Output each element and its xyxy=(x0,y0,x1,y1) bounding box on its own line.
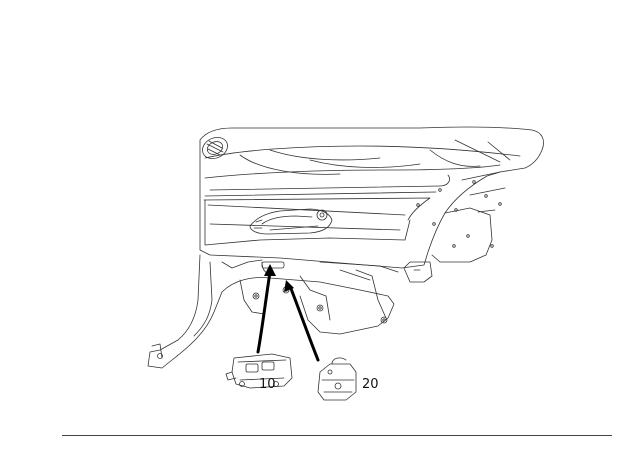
arrowhead-10 xyxy=(264,264,276,276)
callout-label-10: 10 xyxy=(259,377,276,392)
component-10-switch xyxy=(231,353,293,389)
carrier-frame xyxy=(147,254,395,369)
leader-arrow-20 xyxy=(288,284,320,362)
door-panel-outline xyxy=(199,126,544,269)
leader-arrow-10 xyxy=(256,270,272,354)
tweeter-grille xyxy=(202,137,228,159)
side-clip xyxy=(403,261,433,283)
door-handle-recess xyxy=(249,208,333,235)
component-20-latch xyxy=(317,363,357,401)
panel-upper-contour-2 xyxy=(204,164,501,179)
panel-rear-cap xyxy=(431,207,493,263)
panel-lower-body xyxy=(204,199,411,246)
callout-label-20: 20 xyxy=(362,377,379,392)
footer-divider xyxy=(62,435,612,436)
panel-upper-contour xyxy=(204,145,521,159)
arrowhead-20 xyxy=(284,280,294,292)
